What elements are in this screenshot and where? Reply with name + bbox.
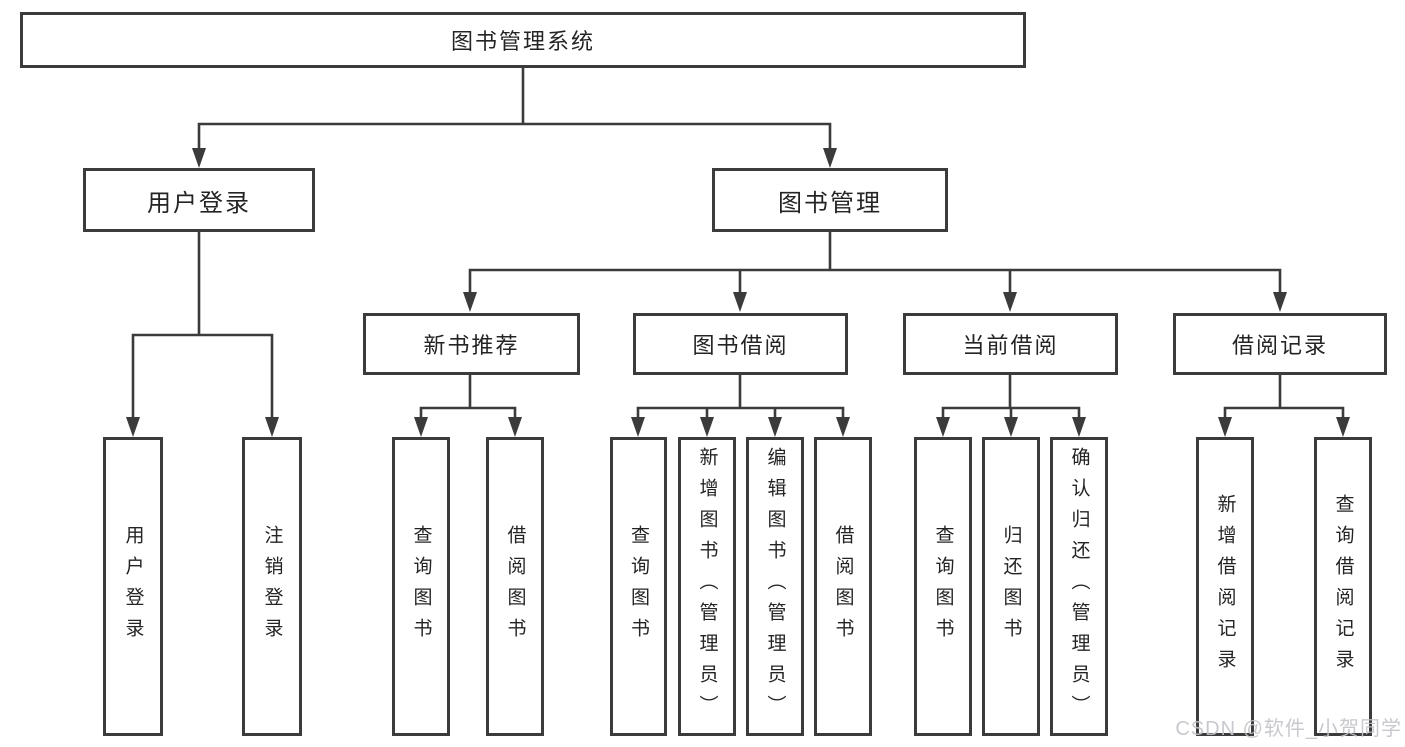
connector-line xyxy=(197,122,832,150)
leaf-query-borrow-record: 查询借阅记录 xyxy=(1314,437,1372,736)
node-label: 查询图书 xyxy=(410,524,432,649)
connector-line xyxy=(131,333,274,419)
node-current-borrowing: 当前借阅 xyxy=(903,313,1118,375)
node-label: 用户登录 xyxy=(147,189,251,217)
node-label: 借阅图书 xyxy=(832,524,854,649)
leaf-borrow-books: 借阅图书 xyxy=(814,437,872,736)
leaf-add-books-admin: 新增图书（管理员） xyxy=(678,437,736,736)
node-root: 图书管理系统 xyxy=(20,12,1026,68)
leaf-edit-books-admin: 编辑图书（管理员） xyxy=(746,437,804,736)
leaf-query-books-borrowing: 查询图书 xyxy=(610,437,667,736)
arrow-down-icon xyxy=(265,417,279,437)
node-label: 图书借阅 xyxy=(692,333,789,358)
node-label: 查询借阅记录 xyxy=(1332,493,1354,680)
node-label: 借阅图书 xyxy=(504,524,526,649)
arrow-down-icon xyxy=(1336,417,1350,437)
node-book-borrowing: 图书借阅 xyxy=(633,313,848,375)
node-label: 确认归还（管理员） xyxy=(1068,447,1090,726)
leaf-query-books-current: 查询图书 xyxy=(914,437,972,736)
node-label: 图书管理系统 xyxy=(450,29,595,54)
leaf-borrow-books-recommend: 借阅图书 xyxy=(486,437,544,736)
node-label: 编辑图书（管理员） xyxy=(764,447,786,726)
leaf-user-login: 用户登录 xyxy=(103,437,163,736)
node-label: 注销登录 xyxy=(261,524,283,649)
node-borrowing-records: 借阅记录 xyxy=(1173,313,1387,375)
node-book-management: 图书管理 xyxy=(712,168,948,232)
leaf-add-borrow-record: 新增借阅记录 xyxy=(1196,437,1254,736)
leaf-return-books: 归还图书 xyxy=(982,437,1040,736)
arrow-down-icon xyxy=(733,292,747,312)
node-label: 当前借阅 xyxy=(962,333,1059,358)
arrow-down-icon xyxy=(700,417,714,437)
connector-line xyxy=(636,406,845,419)
arrow-down-icon xyxy=(1218,417,1232,437)
node-label: 查询图书 xyxy=(628,524,649,649)
node-label: 新增图书（管理员） xyxy=(696,447,718,726)
arrow-down-icon xyxy=(768,417,782,437)
arrow-down-icon xyxy=(1003,292,1017,312)
arrow-down-icon xyxy=(414,417,428,437)
connector-line xyxy=(468,268,1282,294)
node-label: 用户登录 xyxy=(122,524,144,649)
arrow-down-icon xyxy=(1072,417,1086,437)
arrow-down-icon xyxy=(192,148,206,168)
arrow-down-icon xyxy=(836,417,850,437)
node-label: 新书推荐 xyxy=(423,333,520,358)
node-label: 新增借阅记录 xyxy=(1214,493,1236,680)
arrow-down-icon xyxy=(508,417,522,437)
node-label: 查询图书 xyxy=(932,524,954,649)
connector-line xyxy=(419,406,517,419)
node-user-login: 用户登录 xyxy=(83,168,315,232)
node-label: 归还图书 xyxy=(1000,524,1022,649)
node-new-book-recommend: 新书推荐 xyxy=(363,313,580,375)
connector-line xyxy=(1223,406,1345,419)
arrow-down-icon xyxy=(631,417,645,437)
arrow-down-icon xyxy=(463,292,477,312)
arrow-down-icon xyxy=(126,417,140,437)
node-label: 图书管理 xyxy=(778,189,882,217)
arrow-down-icon xyxy=(1273,292,1287,312)
leaf-logout: 注销登录 xyxy=(242,437,302,736)
node-label: 借阅记录 xyxy=(1231,333,1328,358)
arrow-down-icon xyxy=(936,417,950,437)
leaf-query-books-recommend: 查询图书 xyxy=(392,437,450,736)
arrow-down-icon xyxy=(823,148,837,168)
arrow-down-icon xyxy=(1004,417,1018,437)
leaf-confirm-return-admin: 确认归还（管理员） xyxy=(1050,437,1108,736)
